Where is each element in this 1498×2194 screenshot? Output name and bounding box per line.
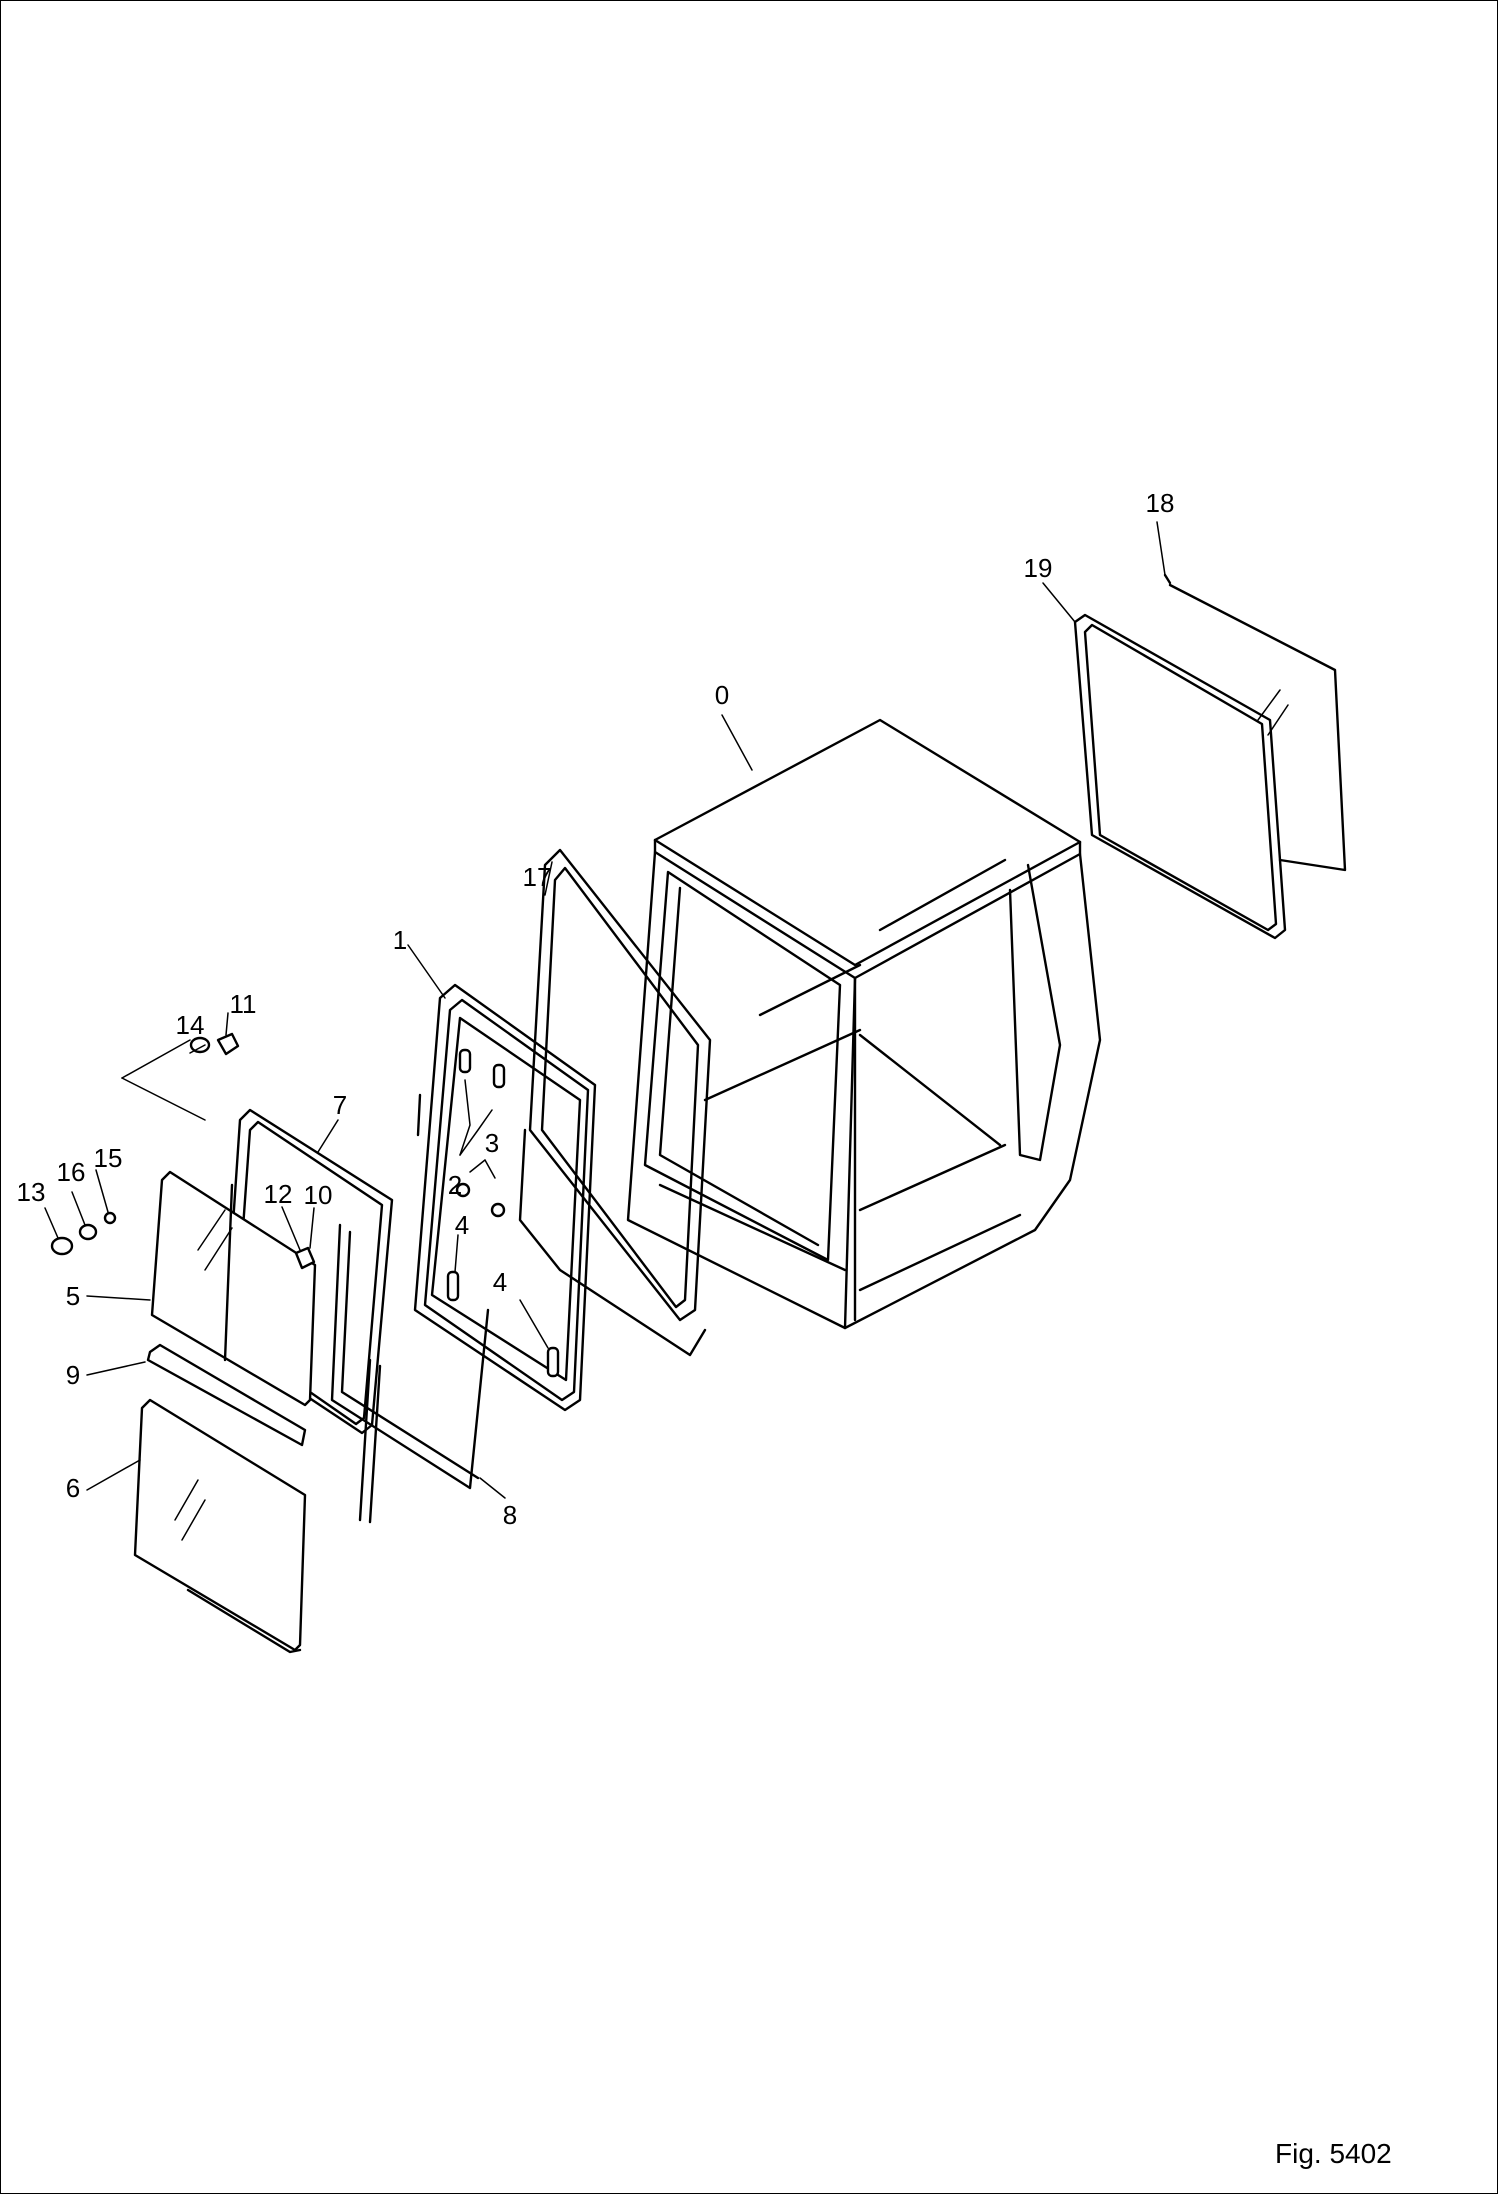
- callout-4a: 4: [454, 1210, 470, 1240]
- figure-caption: Fig. 5402: [1275, 2138, 1392, 2169]
- callout-2: 2: [447, 1170, 463, 1200]
- cab-body: [626, 718, 1102, 1330]
- callout-12: 12: [263, 1179, 293, 1209]
- small-hardware: [50, 1032, 316, 1270]
- callout-17: 17: [522, 862, 552, 892]
- callout-6: 6: [65, 1473, 81, 1503]
- callout-14: 14: [175, 1010, 205, 1040]
- callout-19: 19: [1023, 553, 1053, 583]
- callout-4b: 4: [492, 1267, 508, 1297]
- door-fittings: [446, 1048, 560, 1378]
- callout-16: 16: [56, 1157, 86, 1187]
- window-seal-17: [518, 848, 712, 1357]
- glass-6: [133, 1398, 307, 1654]
- rear-window: [1073, 573, 1347, 940]
- channel-8: [330, 1223, 490, 1524]
- callout-18: 18: [1145, 488, 1175, 518]
- callout-8: 8: [502, 1500, 518, 1530]
- callout-0: 0: [714, 680, 730, 710]
- callout-10: 10: [303, 1180, 333, 1210]
- callout-7: 7: [332, 1090, 348, 1120]
- strip-9: [146, 1343, 307, 1447]
- callout-1: 1: [392, 925, 408, 955]
- callout-11: 11: [229, 989, 257, 1019]
- callout-5: 5: [65, 1281, 81, 1311]
- callout-15: 15: [93, 1143, 123, 1173]
- callout-13: 13: [16, 1177, 46, 1207]
- callout-3: 3: [484, 1128, 500, 1158]
- leader-lines: [44, 521, 1166, 1499]
- door-frame-1: [413, 983, 597, 1412]
- glass-5: [150, 1170, 317, 1407]
- callout-9: 9: [65, 1360, 81, 1390]
